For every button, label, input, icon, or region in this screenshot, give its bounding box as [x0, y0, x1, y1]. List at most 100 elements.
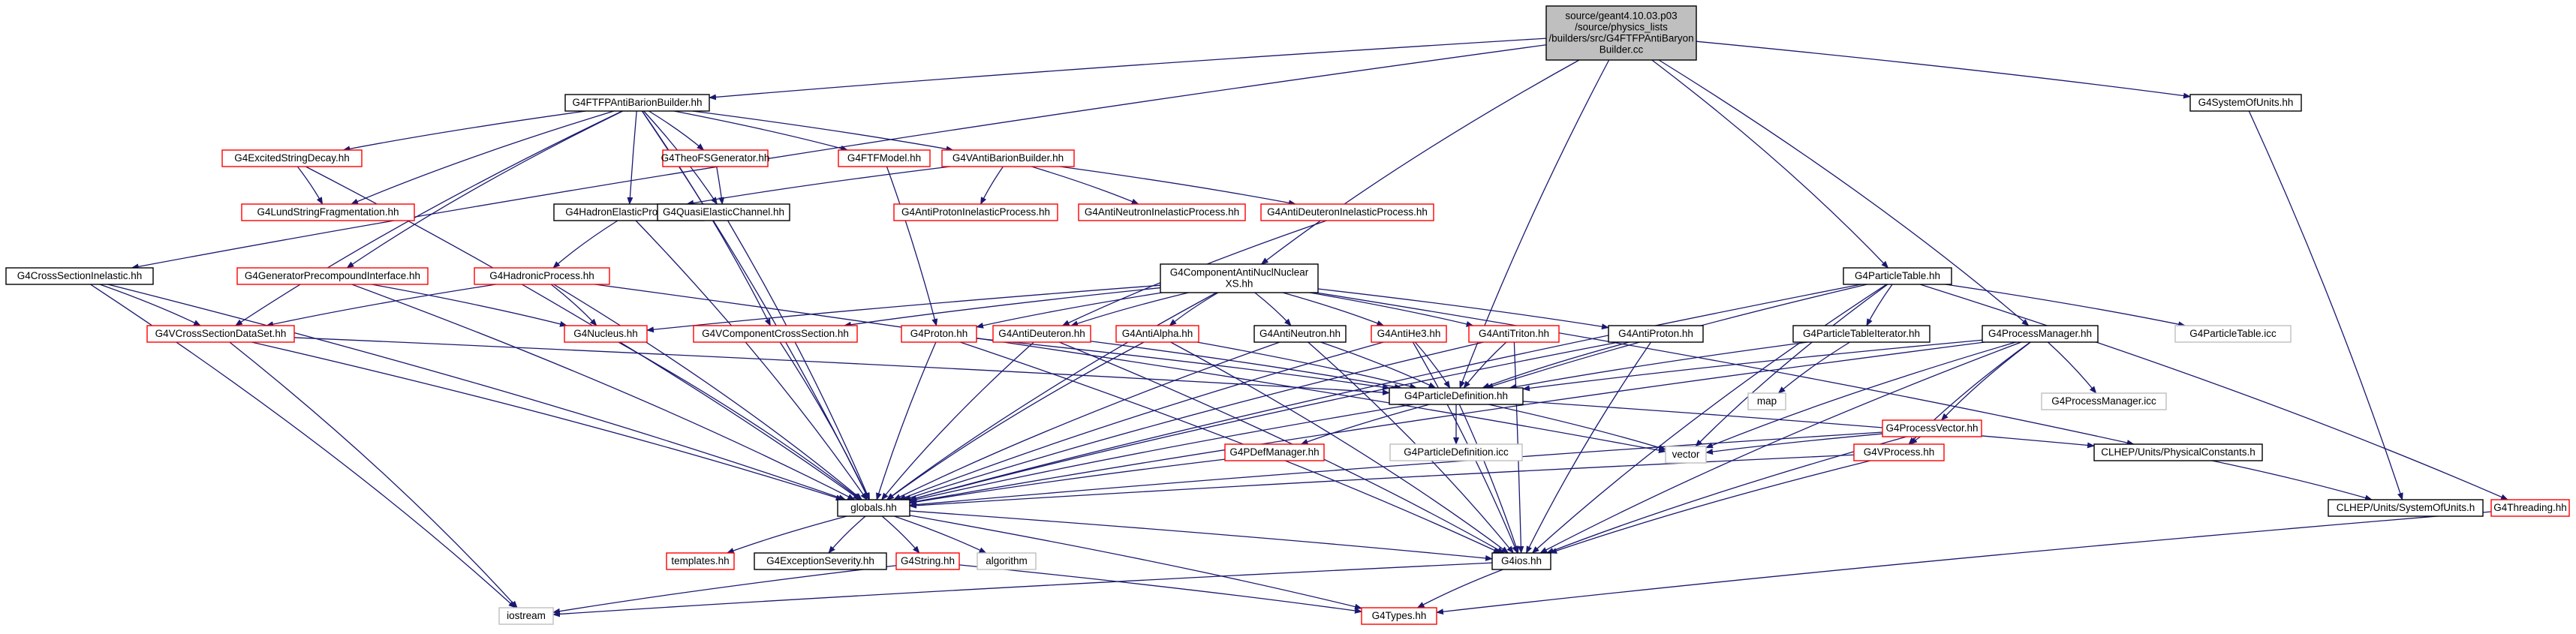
node-label: CLHEP/Units/SystemOfUnits.h: [2337, 502, 2475, 513]
edge-vcsds-to-iostream: [229, 341, 518, 608]
node-label: G4AntiTriton.hh: [1479, 328, 1549, 339]
node-box: [895, 552, 960, 570]
edge-ftfp-to-vanti: [692, 110, 954, 152]
node-g4lundstringfragmentation-hh[interactable]: G4LundStringFragmentation.hh: [241, 203, 415, 221]
node-box: [1982, 325, 2099, 343]
node-label: G4CrossSectionInelastic.hh: [17, 270, 143, 281]
node-box: [564, 94, 710, 112]
node-g4crosssectioninelastic-hh[interactable]: G4CrossSectionInelastic.hh: [5, 267, 154, 285]
node-box: [992, 325, 1091, 343]
node-g4particletable-icc: G4ParticleTable.icc: [2174, 325, 2292, 343]
node-g4ftfmodel-hh[interactable]: G4FTFModel.hh: [838, 149, 931, 167]
edge-globals-to-exsev: [828, 515, 866, 554]
node-box: [1545, 5, 1697, 61]
edge-aproton-to-g4ios: [1525, 341, 1652, 554]
node-g4antiprotoninelasticprocess-hh[interactable]: G4AntiProtonInelasticProcess.hh: [893, 203, 1058, 221]
node-box: [1371, 325, 1447, 343]
edge-g4string-to-iostream: [552, 565, 897, 614]
node-g4systemofunits-hh[interactable]: G4SystemOfUnits.hh: [2189, 94, 2302, 112]
node-g4theofsgenerator-hh[interactable]: G4TheoFSGenerator.hh: [661, 149, 770, 167]
node-g4nucleus-hh[interactable]: G4Nucleus.hh: [564, 325, 648, 343]
node-label: G4ParticleTableIterator.hh: [1803, 328, 1920, 339]
edge-companti-to-nucleus: [646, 284, 1161, 333]
node-g4vantibarionbuilder-hh[interactable]: G4VAntiBarionBuilder.hh: [941, 149, 1075, 167]
node-g4exceptionseverity-hh[interactable]: G4ExceptionSeverity.hh: [754, 552, 887, 570]
edge-vproc-to-g4ios: [1549, 460, 1870, 554]
node-label: G4VAntiBarionBuilder.hh: [952, 152, 1064, 164]
node-g4antitriton-hh[interactable]: G4AntiTriton.hh: [1468, 325, 1560, 343]
node-g4antideuteroninelasticprocess-hh[interactable]: G4AntiDeuteronInelasticProcess.hh: [1260, 203, 1434, 221]
node-g4generatorprecompoundinterface-hh[interactable]: G4GeneratorPrecompoundInterface.hh: [236, 267, 429, 285]
node-clhep-units-physicalconstants-h[interactable]: CLHEP/Units/PhysicalConstants.h: [2093, 443, 2263, 461]
edge-pdgman-to-globals: [909, 458, 1226, 505]
node-g4antihe3-hh[interactable]: G4AntiHe3.hh: [1371, 325, 1447, 343]
edge-ahe3-to-pdef: [1414, 341, 1451, 389]
node-box: [1260, 203, 1434, 221]
node-g4string-hh[interactable]: G4String.hh: [895, 552, 960, 570]
edge-root-to-csinel: [131, 44, 1547, 270]
node-box: [1843, 267, 1952, 285]
node-box: [2490, 499, 2570, 517]
node-g4antialpha-hh[interactable]: G4AntiAlpha.hh: [1115, 325, 1199, 343]
node-label: G4Proton.hh: [910, 328, 968, 339]
node-label: CLHEP/Units/PhysicalConstants.h: [2101, 446, 2256, 458]
node-g4processmanager-hh[interactable]: G4ProcessManager.hh: [1982, 325, 2099, 343]
node-globals-hh[interactable]: globals.hh: [837, 499, 910, 517]
node-g4antineutron-hh[interactable]: G4AntiNeutron.hh: [1253, 325, 1347, 343]
node-g4vprocess-hh[interactable]: G4VProcess.hh: [1853, 443, 1945, 461]
node-label: G4VComponentCrossSection.hh: [702, 328, 849, 339]
node-g4vcomponentcrosssection-hh[interactable]: G4VComponentCrossSection.hh: [693, 325, 858, 343]
node-clhep-units-systemofunits-h[interactable]: CLHEP/Units/SystemOfUnits.h: [2328, 499, 2484, 517]
node-label: G4AntiProtonInelasticProcess.hh: [901, 206, 1050, 218]
edge-companti-to-atriton: [1309, 292, 1474, 327]
edge-procvec-to-vector: [1705, 433, 1883, 455]
edge-hadproc-to-nucleus: [550, 284, 597, 326]
node-g4ios-hh[interactable]: G4ios.hh: [1491, 552, 1551, 570]
node-label: vector: [1672, 449, 1700, 460]
node-g4threading-hh[interactable]: G4Threading.hh: [2490, 499, 2570, 517]
node-g4proton-hh[interactable]: G4Proton.hh: [901, 325, 977, 343]
node-templates-hh[interactable]: templates.hh: [666, 552, 735, 570]
node-g4processvector-hh[interactable]: G4ProcessVector.hh: [1882, 419, 1982, 437]
node-label: G4AntiProton.hh: [1618, 328, 1693, 339]
node-box: [1115, 325, 1199, 343]
node-g4vcrosssectiondataset-hh[interactable]: G4VCrossSectionDataSet.hh: [146, 325, 295, 343]
edge-adeut-to-globals: [880, 341, 1034, 500]
node-box: [901, 325, 977, 343]
edge-procvec-to-globals: [909, 431, 1883, 508]
node-g4particletable-hh[interactable]: G4ParticleTable.hh: [1843, 267, 1952, 285]
node-g4hadronicprocess-hh[interactable]: G4HadronicProcess.hh: [474, 267, 610, 285]
node-g4ftfpantibarionbuilder-hh[interactable]: G4FTFPAntiBarionBuilder.hh: [564, 94, 710, 112]
node-source-geant4-10-03-p03-source-physics-lists-builders-src-g4ftfpantibaryon-builder-cc[interactable]: source/geant4.10.03.p03/source/physics_l…: [1545, 5, 1697, 61]
node-g4particledefinition-icc: G4ParticleDefinition.icc: [1389, 443, 1523, 461]
node-g4particletableiterator-hh[interactable]: G4ParticleTableIterator.hh: [1792, 325, 1930, 343]
node-label: source/geant4.10.03.p03: [1565, 11, 1677, 22]
edge-ptabit-to-pdef: [1509, 341, 1808, 390]
node-g4pdefmanager-hh[interactable]: G4PDefManager.hh: [1224, 443, 1325, 461]
edge-quasi-to-globals: [727, 220, 871, 500]
edge-vanti-to-hadel: [686, 166, 950, 206]
node-map: map: [1747, 392, 1786, 410]
edge-root-to-procman: [1658, 59, 2030, 326]
node-g4antineutroninelasticprocess-hh[interactable]: G4AntiNeutronInelasticProcess.hh: [1078, 203, 1246, 221]
node-label: G4ParticleDefinition.hh: [1404, 390, 1508, 401]
edge-threading-to-g4types: [1436, 511, 2492, 615]
node-box: [1853, 443, 1945, 461]
node-g4excitedstringdecay-hh[interactable]: G4ExcitedStringDecay.hh: [221, 149, 363, 167]
node-g4antideuteron-hh[interactable]: G4AntiDeuteron.hh: [992, 325, 1091, 343]
node-box: [693, 325, 858, 343]
edge-ptable-to-vector: [1695, 284, 1888, 447]
node-g4quasielasticchannel-hh[interactable]: G4QuasiElasticChannel.hh: [657, 203, 790, 221]
node-label: G4ParticleDefinition.icc: [1404, 446, 1509, 458]
edge-ptable-to-ptabicc: [1945, 284, 2186, 328]
edge-genpre-to-globals: [351, 284, 856, 500]
node-g4types-hh[interactable]: G4Types.hh: [1361, 607, 1437, 625]
edge-companti-to-globals: [886, 292, 1217, 500]
node-label: G4ParticleTable.hh: [1855, 270, 1940, 281]
node-box: [1160, 263, 1319, 293]
edge-companti-to-physconst: [1316, 292, 2135, 446]
node-g4antiproton-hh[interactable]: G4AntiProton.hh: [1608, 325, 1704, 343]
edge-aneut-to-pdef: [1320, 341, 1437, 389]
node-g4particledefinition-hh[interactable]: G4ParticleDefinition.hh: [1389, 387, 1524, 405]
